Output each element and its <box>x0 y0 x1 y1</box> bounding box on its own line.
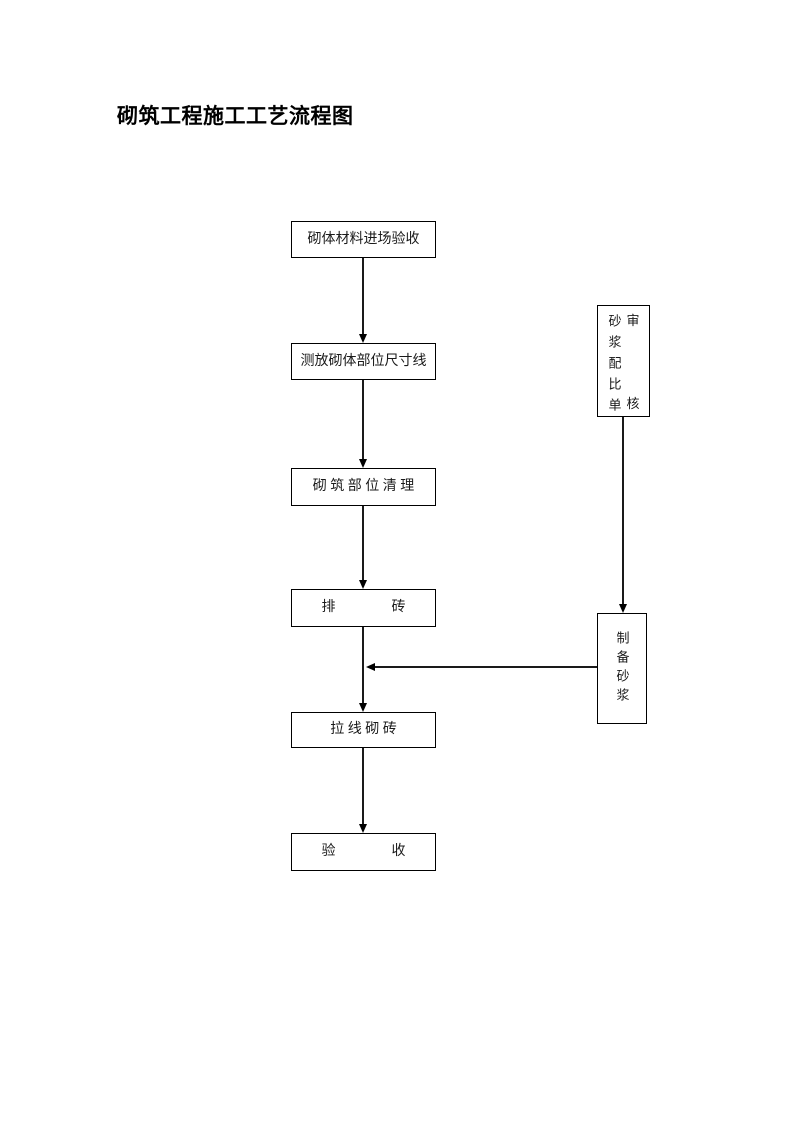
arrowhead-down-step6-icon <box>359 824 367 833</box>
connector-step5-step6 <box>362 748 364 827</box>
connector-review-preparation <box>622 417 624 607</box>
box-layout-dimension-lines: 测放砌体部位尺寸线 <box>291 343 436 380</box>
box-masonry-area-cleaning: 砌 筑 部 位 清 理 <box>291 468 436 506</box>
review-char-bottom: 核 <box>626 396 640 411</box>
box-label: 砌体材料进场验收 <box>307 231 420 247</box>
connector-step2-step3 <box>362 380 364 462</box>
box-label: 砌 筑 部 位 清 理 <box>312 479 415 494</box>
arrowhead-down-step5-icon <box>359 703 367 712</box>
review-char-top: 审 <box>626 313 640 328</box>
box-label: 排 砖 <box>321 600 406 615</box>
page-title: 砌筑工程施工工艺流程图 <box>117 105 354 128</box>
box-label: 拉 线 砌 砖 <box>330 722 397 737</box>
connector-step1-step2 <box>362 258 364 338</box>
connector-step3-step4 <box>362 506 364 583</box>
box-material-entry-acceptance: 砌体材料进场验收 <box>291 221 436 258</box>
vertical-text-group: 砂浆配比单 审 核 <box>598 314 649 419</box>
box-mortar-preparation: 制备砂浆 <box>597 613 647 724</box>
vertical-text-review: 审 核 <box>626 314 639 410</box>
arrowhead-down-step2-icon <box>359 334 367 343</box>
connector-step4-step5 <box>362 627 364 706</box>
vertical-text-mortar-ratio-sheet: 砂浆配比单 <box>606 314 622 419</box>
box-mortar-ratio-review: 砂浆配比单 审 核 <box>597 305 650 419</box>
connector-preparation-mainflow <box>372 666 597 668</box>
box-acceptance: 验 收 <box>291 833 436 871</box>
box-line-guided-bricklaying: 拉 线 砌 砖 <box>291 712 436 748</box>
arrowhead-down-step4-icon <box>359 580 367 589</box>
box-label: 测放砌体部位尺寸线 <box>300 353 427 369</box>
box-brick-arrangement: 排 砖 <box>291 589 436 627</box>
arrowhead-down-step3-icon <box>359 459 367 468</box>
arrowhead-left-mainflow-icon <box>366 663 375 671</box>
vertical-text-prepare-mortar: 制备砂浆 <box>614 630 630 707</box>
box-label: 验 收 <box>321 844 406 859</box>
arrowhead-down-preparation-icon <box>619 604 627 613</box>
